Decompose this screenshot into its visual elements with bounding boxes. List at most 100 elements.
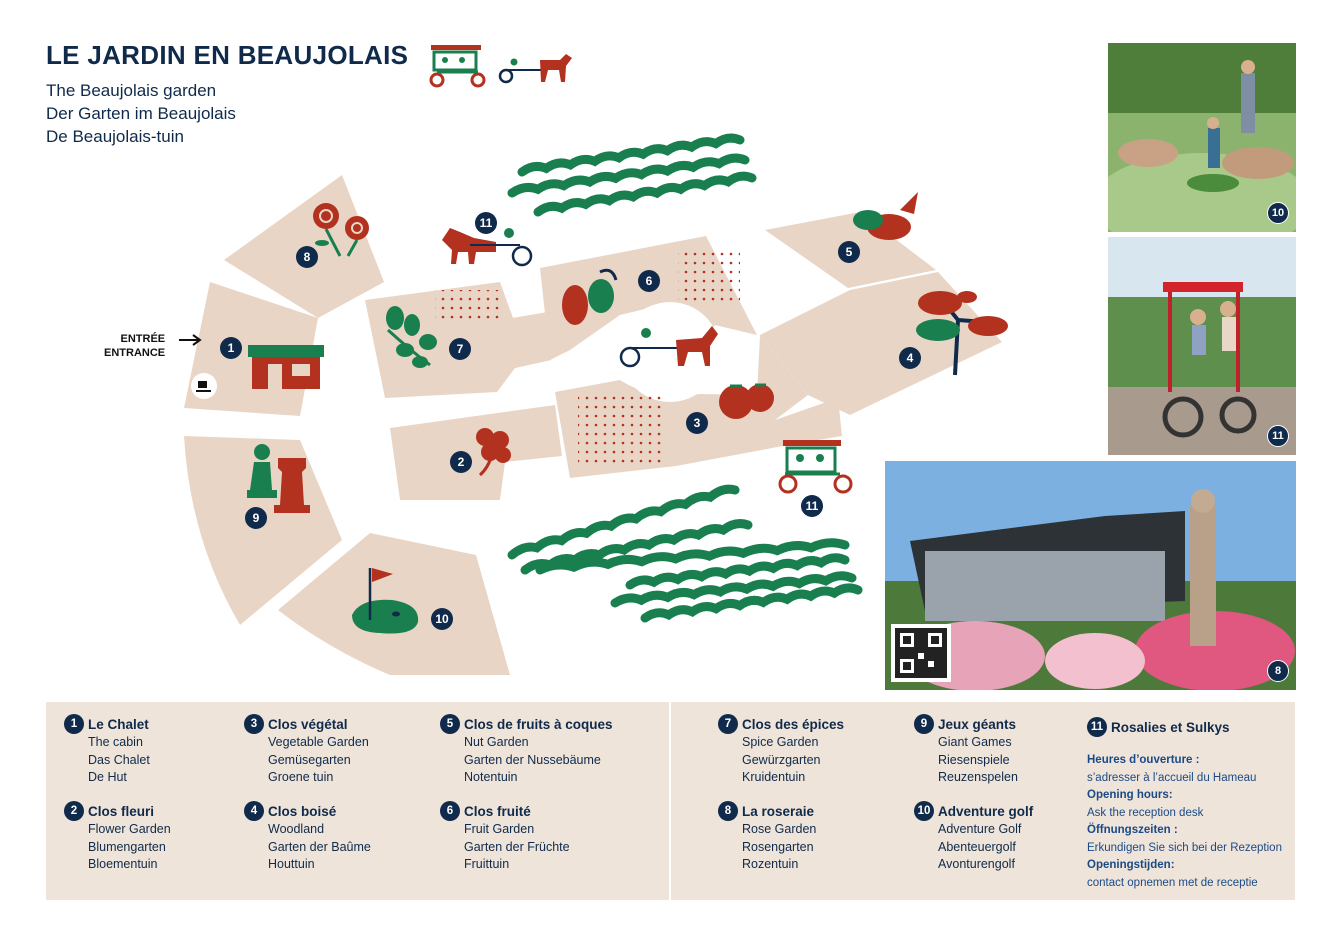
number-badge: 11	[1087, 717, 1107, 737]
legend-line: Giant Games	[938, 735, 1012, 749]
map-marker-10: 10	[431, 608, 453, 630]
legend-line: Rose Garden	[742, 822, 817, 836]
vine-row	[507, 153, 750, 198]
tomato-icon	[719, 383, 774, 419]
map-marker-2: 2	[450, 451, 472, 473]
legend-line: De Hut	[88, 770, 127, 784]
sulky-icon	[442, 228, 533, 267]
legend-line: Woodland	[268, 822, 325, 836]
cafe-icon	[191, 373, 217, 399]
map-marker-5: 5	[838, 241, 860, 263]
golf-icon	[352, 568, 419, 634]
legend-line: Notentuin	[464, 770, 518, 784]
number-badge: 2	[64, 801, 84, 821]
rosalie-icon	[778, 440, 853, 494]
legend-title: Jeux géants	[938, 716, 1017, 732]
chess-icon	[247, 444, 310, 513]
number-badge: 8	[718, 801, 738, 821]
vine-row	[520, 519, 753, 575]
hours-text-nl: contact opnemen met de receptie	[1087, 876, 1258, 889]
legend-line: Houttuin	[268, 857, 315, 871]
photo-badge: 10	[1267, 202, 1289, 224]
chalet-icon	[248, 345, 324, 389]
dots-7	[435, 290, 501, 324]
number-badge: 9	[914, 714, 934, 734]
map-marker-11: 11	[475, 212, 497, 234]
legend-title: Adventure golf	[938, 803, 1034, 819]
legend-title: Le Chalet	[88, 716, 149, 732]
hours-text-de: Erkundigen Sie sich bei der Rezeption	[1087, 841, 1282, 854]
legend-line: Rozentuin	[742, 857, 799, 871]
legend-line: Riesenspiele	[938, 752, 1010, 767]
hours-label-fr: Heures d’ouverture :	[1087, 754, 1200, 766]
legend-line: Das Chalet	[88, 752, 150, 767]
subtitle-en: The Beaujolais garden	[46, 81, 217, 100]
subtitle-nl: De Beaujolais-tuin	[46, 127, 184, 146]
vineyard-rows	[507, 133, 863, 623]
legend-title: Clos boisé	[268, 803, 337, 819]
vine-row	[517, 133, 745, 177]
vine-row	[625, 553, 850, 590]
legend-title: Clos des épices	[742, 716, 845, 732]
legend-title: La roseraie	[742, 803, 815, 819]
photo-badge: 11	[1267, 425, 1289, 447]
nut-icon	[853, 192, 918, 240]
entrance-label-en: ENTRANCE	[104, 347, 166, 359]
hours-text-en: Ask the reception desk	[1087, 806, 1204, 819]
sulky-icon	[619, 326, 718, 368]
sulky-icon	[498, 54, 572, 84]
legend-line: Adventure Golf	[938, 822, 1022, 836]
number-badge: 10	[914, 801, 934, 821]
spice-icon	[386, 306, 437, 368]
plot-2	[390, 405, 562, 500]
map-marker-11: 11	[801, 495, 823, 517]
legend-line: Gemüsegarten	[268, 752, 351, 767]
legend-line: Nut Garden	[464, 735, 529, 749]
rose-icon	[313, 203, 369, 257]
photo-adventure-golf: 10	[1108, 43, 1296, 232]
legend-line: Vegetable Garden	[268, 735, 369, 749]
map-marker-8: 8	[296, 246, 318, 268]
entrance-label: ENTRÉE ENTRANCE	[104, 332, 165, 360]
map-marker-7: 7	[449, 338, 471, 360]
legend-title: Rosalies et Sulkys	[1111, 719, 1230, 735]
number-badge: 7	[718, 714, 738, 734]
legend-line: Gewürzgarten	[742, 752, 821, 767]
number-badge: 6	[440, 801, 460, 821]
dots-6	[678, 250, 740, 306]
entrance-arrow-icon	[179, 334, 202, 346]
page-title: LE JARDIN EN BEAUJOLAIS	[46, 40, 409, 70]
legend-line: Kruidentuin	[742, 770, 806, 784]
legend-line: Blumengarten	[88, 839, 166, 854]
legend-line: Reuzenspelen	[938, 770, 1018, 784]
legend-line: Garten der Nussebäume	[464, 752, 601, 767]
number-badge: 4	[244, 801, 264, 821]
legend-title: Clos fruité	[464, 803, 531, 819]
vine-row	[640, 583, 863, 623]
tree-icon	[916, 291, 1008, 376]
opening-hours: Heures d’ouverture : s’adresser à l’accu…	[1087, 752, 1287, 892]
hours-label-nl: Openingstijden:	[1087, 859, 1175, 871]
legend-line: Garten der Früchte	[464, 839, 570, 854]
rosalie-icon	[429, 45, 486, 88]
legend-line: Groene tuin	[268, 770, 334, 784]
entrance-label-fr: ENTRÉE	[120, 333, 166, 345]
legend-line: Rosengarten	[742, 839, 814, 854]
fruit-icon	[562, 268, 618, 325]
photo-rosalie: 11	[1108, 237, 1296, 455]
legend-title: Clos fleuri	[88, 803, 155, 819]
legend-title: Clos végétal	[268, 716, 348, 732]
legend-line: Abenteuergolf	[938, 839, 1016, 854]
map-marker-1: 1	[220, 337, 242, 359]
map-marker-3: 3	[686, 412, 708, 434]
legend-line: Fruittuin	[464, 857, 510, 871]
legend-line: Garten der Baûme	[268, 839, 371, 854]
